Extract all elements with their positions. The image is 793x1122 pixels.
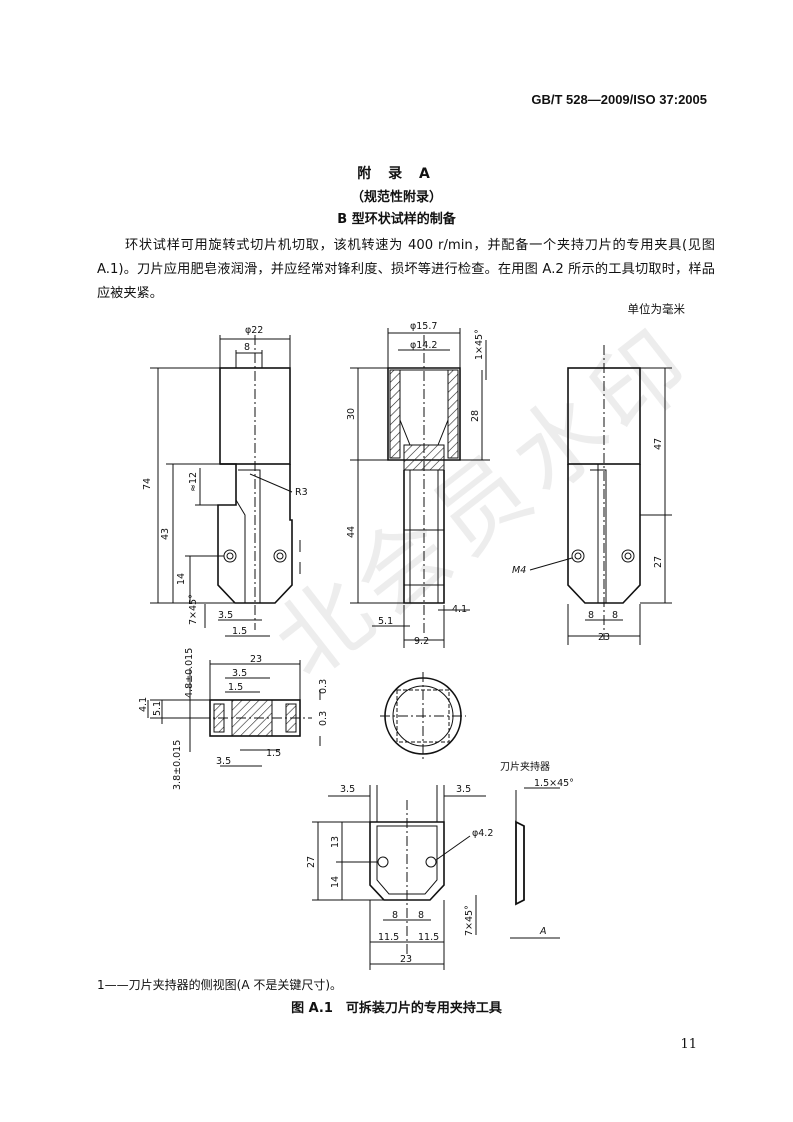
side-view	[529, 345, 672, 645]
svg-text:≈12: ≈12	[188, 472, 199, 492]
front-hole-right	[273, 549, 287, 563]
svg-text:φ15.7: φ15.7	[410, 321, 437, 332]
svg-text:7×45°: 7×45°	[464, 905, 475, 936]
body-paragraph: 环状试样可用旋转式切片机切取，该机转速为 400 r/min，并配备一个夹持刀片…	[97, 238, 715, 301]
svg-text:3.5: 3.5	[218, 610, 233, 621]
svg-text:0.3: 0.3	[318, 679, 329, 694]
svg-text:8: 8	[612, 610, 618, 621]
svg-text:φ4.2: φ4.2	[472, 828, 493, 839]
svg-text:5.1: 5.1	[152, 701, 163, 716]
unit-note: 单位为毫米	[627, 302, 686, 316]
svg-text:1.5: 1.5	[232, 626, 247, 637]
annex-type: （规范性附录）	[350, 190, 442, 205]
svg-text:43: 43	[160, 528, 171, 540]
svg-text:11.5: 11.5	[418, 932, 439, 943]
svg-text:3.8±0.015: 3.8±0.015	[172, 740, 183, 790]
blade-holder	[312, 785, 486, 970]
page-number: 11	[680, 1037, 697, 1052]
svg-text:R3: R3	[295, 487, 308, 498]
svg-text:8: 8	[244, 342, 250, 353]
svg-text:9.2: 9.2	[414, 636, 429, 647]
svg-text:1.5: 1.5	[228, 682, 243, 693]
svg-text:8: 8	[588, 610, 594, 621]
svg-text:3.5: 3.5	[216, 756, 231, 767]
svg-text:4.1: 4.1	[452, 604, 467, 615]
svg-text:23: 23	[400, 954, 412, 965]
svg-text:3.5: 3.5	[456, 784, 471, 795]
figure-key-note: 1——刀片夹持器的侧视图(A 不是关键尺寸)。	[97, 978, 343, 992]
svg-text:7×45°: 7×45°	[188, 594, 199, 625]
svg-text:74: 74	[142, 478, 153, 490]
section-view	[350, 328, 490, 648]
svg-text:3.5: 3.5	[232, 668, 247, 679]
svg-text:1×45°: 1×45°	[474, 329, 485, 360]
front-hole-left	[223, 549, 237, 563]
svg-text:M4: M4	[512, 565, 526, 576]
svg-text:A: A	[539, 926, 547, 937]
front-view	[150, 335, 301, 637]
holder-label: 刀片夹持器	[500, 760, 550, 773]
svg-text:23: 23	[250, 654, 262, 665]
svg-text:4.8±0.015: 4.8±0.015	[184, 648, 195, 698]
svg-text:5.1: 5.1	[378, 616, 393, 627]
svg-text:φ14.2: φ14.2	[410, 340, 437, 351]
svg-text:44: 44	[346, 526, 357, 538]
svg-text:11.5: 11.5	[378, 932, 399, 943]
svg-text:8: 8	[418, 910, 424, 921]
svg-text:0.3: 0.3	[318, 711, 329, 726]
svg-text:3.5: 3.5	[340, 784, 355, 795]
standard-code: GB/T 528—2009/ISO 37:2005	[531, 92, 707, 107]
svg-text:27: 27	[306, 856, 317, 868]
svg-text:27: 27	[653, 556, 664, 568]
svg-text:8: 8	[392, 910, 398, 921]
svg-text:13: 13	[330, 836, 341, 848]
blade-side-view	[510, 787, 560, 939]
svg-text:28: 28	[470, 410, 481, 422]
dim-text: φ22	[245, 325, 263, 336]
figure-caption: 图 A.1 可拆装刀片的专用夹持工具	[291, 1001, 502, 1016]
svg-text:14: 14	[330, 876, 341, 888]
svg-text:23: 23	[598, 632, 610, 643]
plan-view	[147, 660, 321, 767]
annex-title: 附 录 A	[357, 166, 436, 182]
svg-text:14: 14	[176, 573, 187, 585]
annex-subtitle: B 型环状试样的制备	[337, 212, 456, 227]
svg-text:1.5×45°: 1.5×45°	[534, 778, 574, 789]
svg-text:4.1: 4.1	[138, 697, 149, 712]
front-slot	[235, 464, 246, 603]
round-view	[380, 672, 466, 760]
svg-text:30: 30	[346, 408, 357, 420]
svg-text:47: 47	[653, 438, 664, 450]
svg-text:1.5: 1.5	[266, 748, 281, 759]
